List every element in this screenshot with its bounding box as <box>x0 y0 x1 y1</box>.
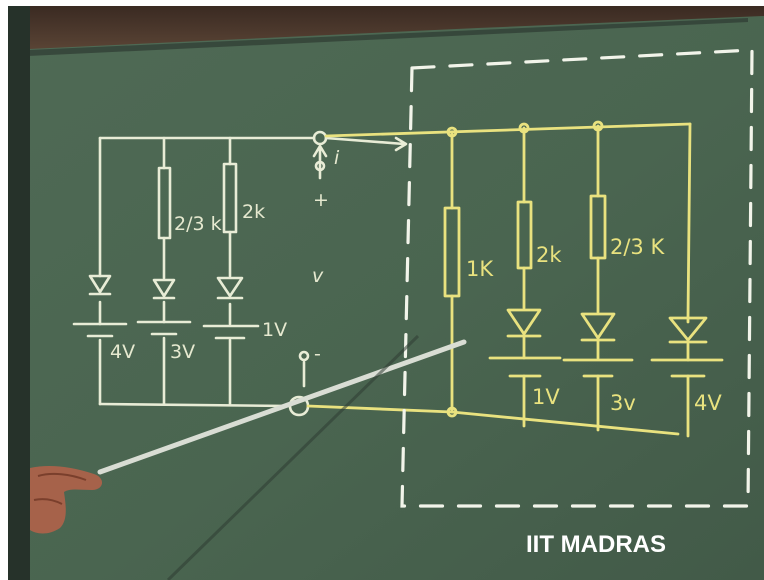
right-top-wire <box>324 122 692 138</box>
right-r23k-label: 2/3 K <box>610 235 665 259</box>
right-1v-label: 1V <box>532 385 560 409</box>
left-r2-label: 2k <box>242 201 265 223</box>
board-left-edge <box>8 6 30 580</box>
branch1-diode <box>88 274 112 296</box>
left-3v-label: 3V <box>170 341 195 363</box>
r2k-resistor <box>516 200 533 270</box>
board-top-frame <box>8 6 764 50</box>
right-r2k-label: 2k <box>536 243 562 267</box>
left-4v-label: 4V <box>110 341 135 363</box>
branch2-battery <box>136 320 192 336</box>
dashed-box <box>400 48 754 508</box>
watermark-text: IIT MADRAS <box>526 531 666 558</box>
left-r1-label: 2/3 k <box>174 213 222 235</box>
r2k-top-node <box>518 122 530 134</box>
r1k-bottom-node <box>446 406 458 418</box>
right-circuit: 1K 2k 2/3 K 1V 3v 4V <box>306 120 724 438</box>
right-end-wire <box>686 122 692 320</box>
blackboard-scene: 4V 3V 1V 2/3 k 2k i v + - <box>8 6 764 580</box>
branch2-resistor <box>157 166 172 240</box>
r2k-diode <box>506 308 542 338</box>
branch3-battery <box>202 324 260 340</box>
minus-label: - <box>314 343 321 365</box>
r23k-top-node <box>592 120 604 132</box>
right-r1k-label: 1K <box>466 257 494 281</box>
pointer-stick <box>97 339 467 475</box>
port-minus-dot <box>298 350 310 362</box>
branch3-diode <box>216 276 244 300</box>
r4v-battery <box>650 358 724 378</box>
plus-label: + <box>313 189 329 211</box>
r4v-diode <box>668 316 708 344</box>
left-1v-label: 1V <box>262 319 287 341</box>
right-4v-label: 4V <box>694 391 722 415</box>
r23k-resistor <box>589 194 607 260</box>
r23k-diode <box>580 312 616 342</box>
current-label: i <box>334 147 340 169</box>
branch3-resistor <box>222 162 238 234</box>
port-current-dot <box>314 160 326 172</box>
r2k-battery <box>488 356 562 378</box>
pointer-shadow <box>166 334 420 580</box>
wire-arrow <box>324 136 408 152</box>
right-3v-label: 3v <box>610 391 636 415</box>
left-bottom-wire <box>98 402 292 408</box>
voltage-label: v <box>312 265 324 287</box>
r23k-battery <box>562 358 634 378</box>
board-frame-edge <box>28 18 748 56</box>
hand <box>30 466 103 534</box>
blackboard <box>8 6 764 580</box>
branch2-diode <box>152 278 176 300</box>
left-circuit: 4V 3V 1V 2/3 k 2k i v + - <box>72 130 408 417</box>
branch1-battery <box>72 322 128 338</box>
r1k-resistor <box>443 206 461 298</box>
